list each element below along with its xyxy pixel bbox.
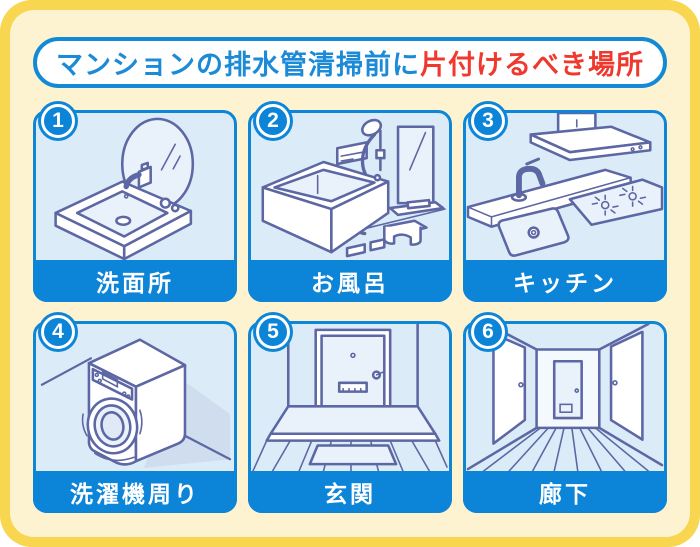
panel-label: 玄関 [248, 471, 452, 513]
panel-label: 廊下 [463, 471, 667, 513]
bathtub-icon [261, 118, 446, 258]
panel-entrance: 5 玄関 [248, 315, 452, 513]
panel-washing-machine: 4 洗濯機周り [33, 315, 237, 513]
panel-label: お風呂 [248, 260, 452, 302]
kitchen-icon [466, 113, 664, 257]
panel-number-badge: 6 [471, 315, 505, 349]
panel-label: 洗濯機周り [33, 471, 237, 513]
panel-number-badge: 5 [256, 315, 290, 349]
panel-bath: 2 お風呂 [248, 104, 452, 302]
panel-number-badge: 1 [41, 104, 75, 138]
washing-machine-icon [40, 338, 232, 469]
panel-number-badge: 2 [256, 104, 290, 138]
panel-kitchen: 3 キッチン [463, 104, 667, 302]
panel-label: キッチン [463, 260, 667, 302]
panel-number-badge: 3 [471, 104, 505, 138]
panel-label: 洗面所 [33, 260, 237, 302]
panel-hallway: 6 廊下 [463, 315, 667, 513]
panel-number-badge: 4 [41, 315, 75, 349]
hallway-icon [466, 324, 664, 471]
page-title: マンションの排水管清掃前に片付けるべき場所 [33, 37, 667, 88]
panel-washroom: 1 洗面所 [33, 104, 237, 302]
bathroom-sink-icon [54, 117, 195, 260]
title-part-red: 片付けるべき場所 [420, 50, 644, 80]
title-part-blue: マンションの排水管清掃前に [56, 50, 420, 80]
